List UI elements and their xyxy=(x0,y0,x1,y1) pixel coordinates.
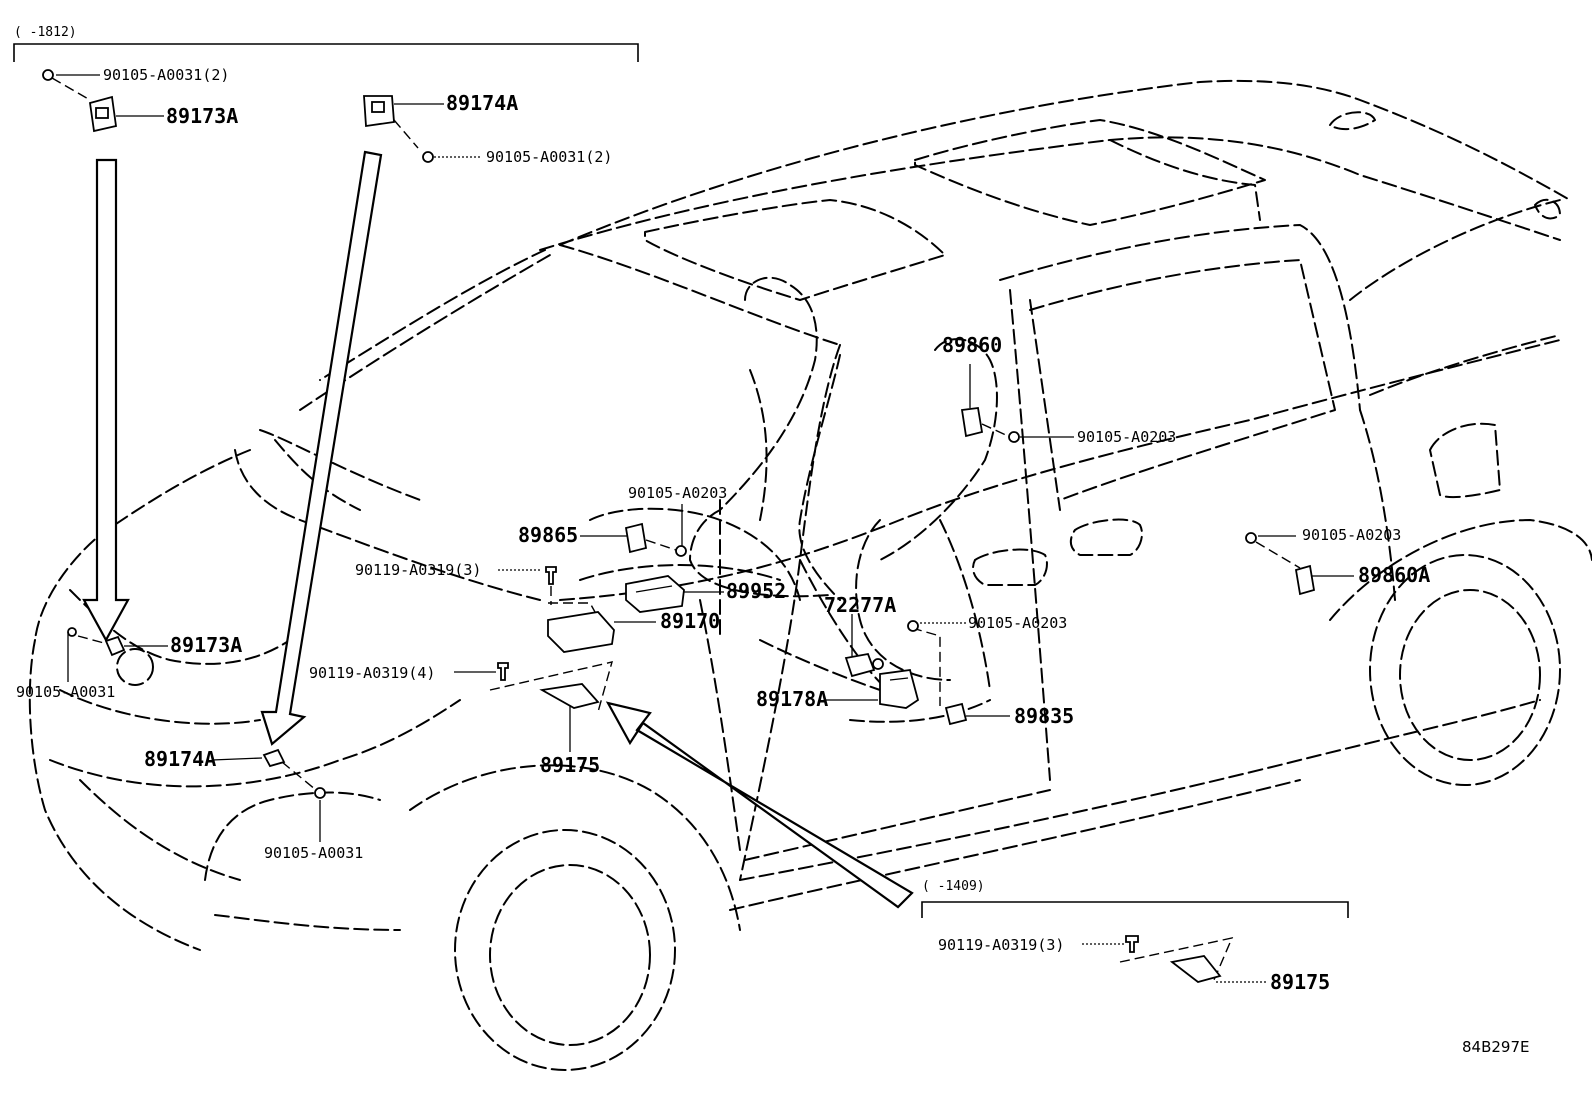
range-label-bottom: ( -1409) xyxy=(922,879,985,894)
front-sensor-89174a-icon xyxy=(363,95,434,163)
callout-arrows xyxy=(82,150,914,909)
inset-screw-icon xyxy=(1119,935,1234,981)
part-label: 89835 xyxy=(1014,704,1074,728)
part-label: 90119-A0319(3) xyxy=(355,561,481,579)
screw-4-icon xyxy=(497,662,509,681)
part-label: 90105-A0203 xyxy=(968,614,1067,632)
part-label: 89175 xyxy=(1270,970,1330,994)
range-label-top: ( -1812) xyxy=(14,25,77,40)
side-sensor-89860a-icon xyxy=(1245,532,1316,596)
part-label: 89174A xyxy=(446,91,518,115)
arrow-pointer-icon xyxy=(605,701,914,909)
part-label: 89865 xyxy=(518,523,578,547)
part-label: 89860A xyxy=(1358,563,1430,587)
bolt-icon xyxy=(42,69,91,101)
bracket-89175-icon xyxy=(489,661,613,713)
part-label: 89860 xyxy=(942,333,1002,357)
side-sensor-89860-icon xyxy=(960,406,1020,443)
part-labels: 90105-A0031(2) 89173A 89174A 90105-A0031… xyxy=(16,66,1430,994)
part-label: 90105-A0203 xyxy=(1302,526,1401,544)
connector-72277a-icon xyxy=(844,652,884,678)
inset-bracket-89175-icon xyxy=(1169,955,1222,983)
front-sensor-89173a-mounted-icon xyxy=(67,627,126,657)
sensor-89865-icon xyxy=(624,522,687,557)
part-label: 89174A xyxy=(144,747,216,771)
part-label: 90105-A0203 xyxy=(1077,428,1176,446)
part-label: 89178A xyxy=(756,687,828,711)
part-label: 90105-A0031(2) xyxy=(103,66,229,84)
part-label: 90105-A0031(2) xyxy=(486,148,612,166)
front-sensor-89173a-icon xyxy=(88,95,118,133)
arrow-down-icon xyxy=(82,158,130,643)
leader-lines xyxy=(56,74,1354,983)
diagram-reference-code: 84B297E xyxy=(1462,1038,1530,1056)
part-label: 90105-A0031 xyxy=(16,683,115,701)
airbag-control-module-89170-icon xyxy=(547,602,615,653)
screw-icon xyxy=(545,566,557,605)
arrow-diagonal-icon xyxy=(260,150,383,746)
range-bracket-top: ( -1812) xyxy=(13,25,639,62)
part-label: 90105-A0203 xyxy=(628,484,727,502)
front-sensor-89174a-mounted-icon xyxy=(262,748,326,799)
part-label: 89173A xyxy=(170,633,242,657)
part-label: 89173A xyxy=(166,104,238,128)
sensor-89835-icon xyxy=(907,620,968,726)
bracket-89178a-icon xyxy=(879,669,920,709)
part-label: 72277A xyxy=(824,593,896,617)
part-label: 89170 xyxy=(660,609,720,633)
part-label: 90105-A0031 xyxy=(264,844,363,862)
module-89952-icon xyxy=(625,575,685,613)
part-label: 89952 xyxy=(726,579,786,603)
range-bracket-bottom: ( -1409) xyxy=(921,879,1349,918)
part-label: 90119-A0319(3) xyxy=(938,936,1064,954)
part-label: 90119-A0319(4) xyxy=(309,664,435,682)
part-label: 89175 xyxy=(540,753,600,777)
